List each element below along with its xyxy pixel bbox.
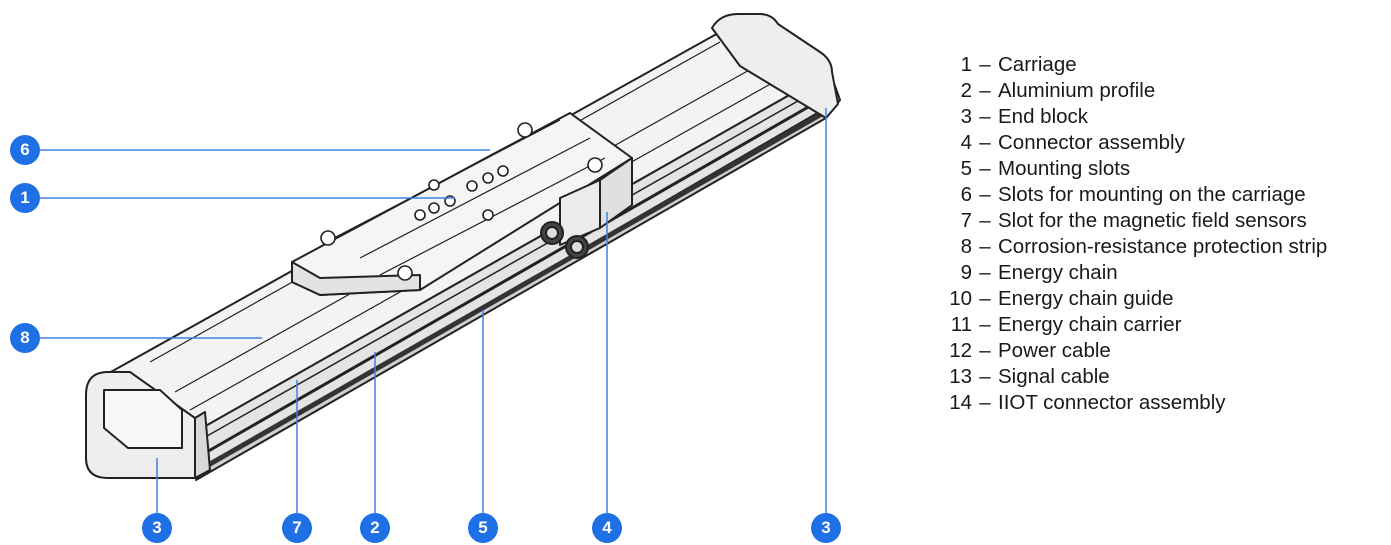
carriage bbox=[291, 112, 633, 296]
callout-badge-6: 6 bbox=[10, 135, 40, 165]
legend-item: 2–Aluminium profile bbox=[960, 79, 1156, 102]
legend-item: 8–Corrosion-resistance protection strip bbox=[960, 235, 1328, 258]
legend-item: 4–Connector assembly bbox=[960, 131, 1185, 154]
legend-item: 3–End block bbox=[960, 105, 1089, 128]
legend-item: 9–Energy chain bbox=[960, 261, 1118, 284]
legend-item: 11–Energy chain carrier bbox=[950, 313, 1182, 336]
callout-badge-3-right: 3 bbox=[811, 513, 841, 543]
leader-lines bbox=[38, 108, 827, 528]
legend-item: 6–Slots for mounting on the carriage bbox=[960, 183, 1306, 206]
legend-item: 5–Mounting slots bbox=[960, 157, 1131, 180]
end-block-right bbox=[711, 13, 839, 119]
legend-item: 13–Signal cable bbox=[949, 365, 1110, 388]
linear-actuator-drawing bbox=[38, 13, 841, 528]
legend-item: 1–Carriage bbox=[960, 53, 1077, 76]
callout-badge-3-left: 3 bbox=[142, 513, 172, 543]
callout-badge-8: 8 bbox=[10, 323, 40, 353]
legend-item: 7–Slot for the magnetic field sensors bbox=[960, 209, 1307, 232]
callout-badge-5: 5 bbox=[468, 513, 498, 543]
end-block-left bbox=[85, 371, 211, 479]
legend-item: 12–Power cable bbox=[949, 339, 1111, 362]
carriage-holes bbox=[320, 122, 603, 281]
callout-badge-7: 7 bbox=[282, 513, 312, 543]
legend-item: 10–Energy chain guide bbox=[949, 287, 1174, 310]
connector-assembly bbox=[540, 221, 589, 259]
callout-badge-1: 1 bbox=[10, 183, 40, 213]
callout-badge-4: 4 bbox=[592, 513, 622, 543]
profile-grooves bbox=[149, 41, 834, 467]
legend-item: 14–IIOT connector assembly bbox=[949, 391, 1226, 414]
callout-badge-2: 2 bbox=[360, 513, 390, 543]
parts-legend: 1–Carriage 2–Aluminium profile 3–End blo… bbox=[922, 52, 1382, 416]
